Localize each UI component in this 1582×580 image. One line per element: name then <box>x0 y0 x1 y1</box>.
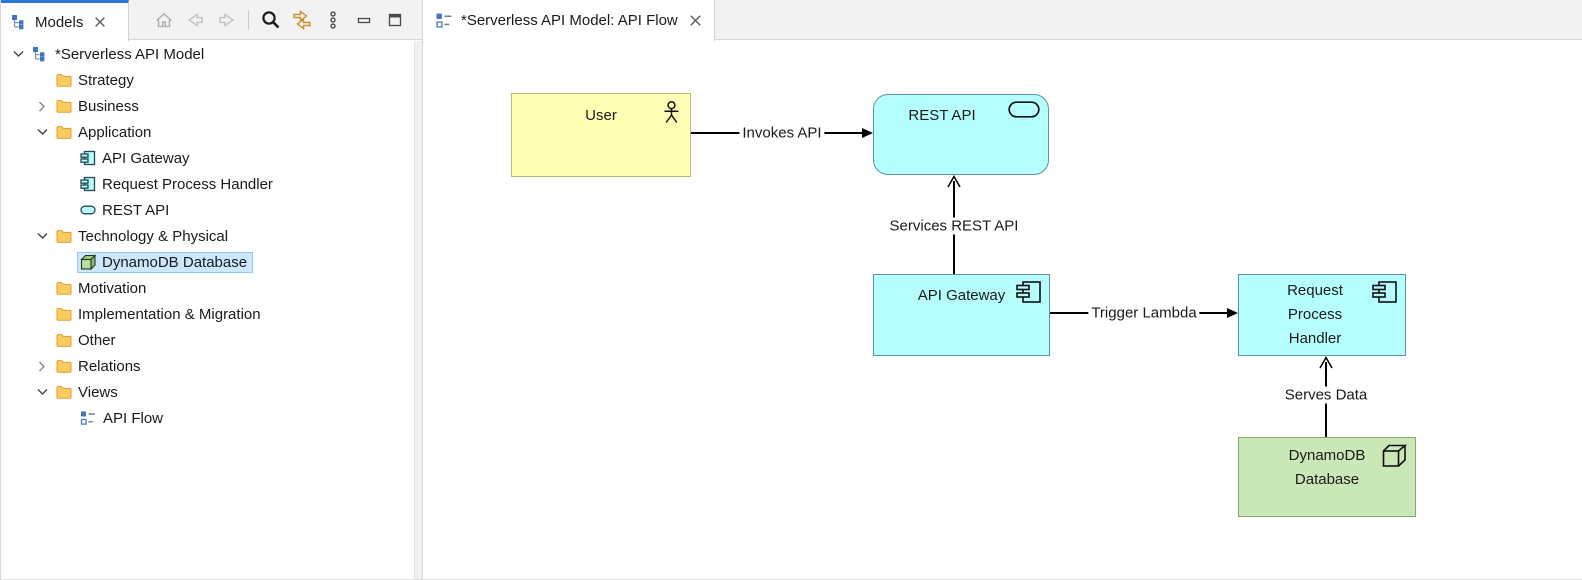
diagram-node-user[interactable]: User <box>511 93 691 177</box>
tree-item-label: Other <box>78 331 116 349</box>
tree-item-dynamodb-database[interactable]: DynamoDB Database <box>1 249 415 275</box>
tree-item-label: Request Process Handler <box>102 175 273 193</box>
component-icon <box>80 150 96 166</box>
arrowhead-open-icon <box>1318 356 1334 369</box>
node-label: User <box>585 107 617 124</box>
tree-item-label: Technology & Physical <box>78 227 229 245</box>
component-icon <box>80 176 96 192</box>
folder-icon <box>56 125 72 139</box>
tree-item-implementation-migration[interactable]: Implementation & Migration <box>1 301 415 327</box>
connection-label-serves-data[interactable]: Serves Data <box>1281 386 1371 404</box>
connection-label-invokes-api[interactable]: Invokes API <box>739 124 825 142</box>
folder-icon <box>56 99 72 113</box>
diagram-canvas[interactable]: User REST API API Gateway Request Proces… <box>423 41 1582 579</box>
tree-item-label: Implementation & Migration <box>78 305 261 323</box>
model-tree-icon <box>32 46 49 62</box>
node-cube-icon <box>80 254 96 270</box>
node-label: API Gateway <box>917 287 1006 304</box>
tree-item-request-process-handler[interactable]: Request Process Handler <box>1 171 415 197</box>
diagram-node-dynamodb-database[interactable]: DynamoDB Database <box>1238 437 1416 517</box>
arrowhead-solid-icon <box>1227 307 1238 318</box>
tree-item-label: Views <box>78 383 118 401</box>
node-label: Request Process Handler <box>1287 282 1343 347</box>
minimize-icon[interactable] <box>353 8 375 32</box>
tab-models[interactable]: Models <box>1 0 129 41</box>
link-with-editor-icon[interactable] <box>291 8 313 32</box>
tree-item-label: Strategy <box>78 71 134 89</box>
tree-item-api-gateway[interactable]: API Gateway <box>1 145 415 171</box>
tree-item-label: API Flow <box>103 409 164 427</box>
tree-item-label: REST API <box>102 201 170 219</box>
service-icon <box>80 202 96 218</box>
tab-api-flow-editor[interactable]: *Serverless API Model: API Flow <box>423 0 715 41</box>
tree-item-business[interactable]: Business <box>1 93 415 119</box>
folder-icon <box>56 307 72 321</box>
tree-item-label: Motivation <box>78 279 147 297</box>
tree-item-serverless-api-model[interactable]: *Serverless API Model <box>1 41 415 67</box>
chevron-right-icon[interactable] <box>31 360 53 372</box>
diagram-node-api-gateway[interactable]: API Gateway <box>873 274 1050 356</box>
close-icon[interactable] <box>689 14 702 27</box>
tree-item-views[interactable]: Views <box>1 379 415 405</box>
chevron-down-icon[interactable] <box>31 388 53 396</box>
tree-item-rest-api[interactable]: REST API <box>1 197 415 223</box>
tree-item-label: *Serverless API Model <box>55 45 205 63</box>
forward-icon[interactable] <box>215 8 237 32</box>
folder-icon <box>56 385 72 399</box>
tree-item-strategy[interactable]: Strategy <box>1 67 415 93</box>
back-icon[interactable] <box>184 8 206 32</box>
folder-icon <box>56 359 72 373</box>
diagram-icon <box>80 410 97 426</box>
chevron-down-icon[interactable] <box>31 128 53 136</box>
arrowhead-solid-icon <box>862 127 873 138</box>
tree-item-other[interactable]: Other <box>1 327 415 353</box>
tree-item-label: API Gateway <box>102 149 190 167</box>
maximize-icon[interactable] <box>384 8 406 32</box>
tree-item-motivation[interactable]: Motivation <box>1 275 415 301</box>
node-cube-icon <box>1382 444 1407 469</box>
models-panel-header: Models <box>1 0 422 41</box>
chevron-down-icon[interactable] <box>31 232 53 240</box>
tree-item-label: Application <box>78 123 152 141</box>
arrowhead-open-icon <box>946 175 962 188</box>
folder-icon <box>56 333 72 347</box>
tree-scrollbar[interactable] <box>414 41 422 579</box>
models-toolbar <box>153 0 422 39</box>
tree-item-api-flow[interactable]: API Flow <box>1 405 415 431</box>
view-menu-icon[interactable] <box>322 8 344 32</box>
node-label: REST API <box>908 107 976 124</box>
connection-label-trigger-lambda[interactable]: Trigger Lambda <box>1088 304 1200 322</box>
editor-tab-label: *Serverless API Model: API Flow <box>461 12 678 29</box>
models-tab-label: Models <box>35 13 84 31</box>
editor-tab-bar: *Serverless API Model: API Flow <box>423 0 1582 41</box>
diagram-node-request-process-handler[interactable]: Request Process Handler <box>1238 274 1406 356</box>
diagram-icon <box>435 12 454 29</box>
node-label: DynamoDB Database <box>1288 447 1366 488</box>
toolbar-separator <box>248 9 249 30</box>
model-tree: *Serverless API Model Strategy Business … <box>1 41 415 579</box>
connection-label-services-rest-api[interactable]: Services REST API <box>886 217 1022 235</box>
tree-item-label: Business <box>78 97 139 115</box>
folder-icon <box>56 73 72 87</box>
chevron-right-icon[interactable] <box>31 100 53 112</box>
folder-icon <box>56 281 72 295</box>
actor-icon <box>663 101 680 124</box>
tree-item-relations[interactable]: Relations <box>1 353 415 379</box>
component-icon <box>1016 281 1041 303</box>
tree-item-label: Relations <box>78 357 141 375</box>
diagram-node-rest-api[interactable]: REST API <box>873 94 1049 175</box>
component-icon <box>1372 281 1397 303</box>
tree-item-application[interactable]: Application <box>1 119 415 145</box>
tree-item-technology-physical[interactable]: Technology & Physical <box>1 223 415 249</box>
model-tree-icon <box>11 14 28 30</box>
home-icon[interactable] <box>153 8 175 32</box>
close-icon[interactable] <box>94 16 106 28</box>
service-icon <box>1008 101 1040 118</box>
tree-item-label: DynamoDB Database <box>102 253 248 271</box>
search-icon[interactable] <box>260 8 282 32</box>
folder-icon <box>56 229 72 243</box>
panel-divider[interactable] <box>422 0 423 579</box>
chevron-down-icon[interactable] <box>7 50 29 58</box>
